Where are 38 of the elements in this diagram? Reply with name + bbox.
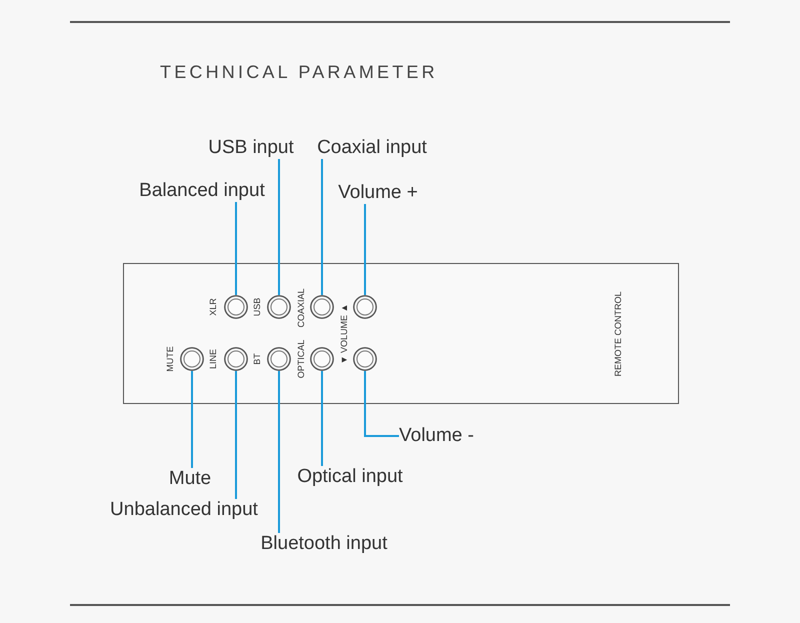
callout-label: Mute	[168, 468, 212, 490]
leader-line	[364, 371, 399, 437]
leader-line	[364, 204, 366, 295]
round-button	[353, 295, 377, 319]
leader-line	[278, 159, 280, 295]
remote-control-panel	[123, 263, 679, 404]
round-button	[224, 347, 248, 371]
round-button	[180, 347, 204, 371]
round-button	[267, 295, 291, 319]
callout-label: Coaxial input	[317, 137, 427, 159]
round-button	[267, 347, 291, 371]
leader-line	[235, 202, 237, 295]
callout-label: Volume -	[399, 425, 474, 447]
round-button	[224, 295, 248, 319]
leader-line	[321, 159, 323, 295]
leader-line	[278, 371, 280, 533]
callout-label: Unbalanced input	[110, 499, 258, 521]
button-label: BT	[252, 353, 262, 365]
callout-label: Volume +	[338, 182, 418, 204]
button-label: XLR	[208, 298, 218, 316]
callout-label: USB input	[208, 137, 294, 159]
callout-label: Bluetooth input	[260, 533, 388, 555]
button-label: MUTE	[165, 346, 175, 372]
leader-line	[235, 371, 237, 499]
callout-label: Optical input	[297, 466, 403, 488]
leader-line	[191, 371, 193, 468]
button-label: OPTICAL	[296, 340, 306, 378]
callout-label: Balanced input	[139, 180, 265, 202]
button-label: COAXIAL	[296, 288, 306, 328]
button-label: USB	[252, 298, 262, 316]
round-button	[353, 347, 377, 371]
title: TECHNICAL PARAMETER	[160, 61, 438, 83]
button-label: LINE	[208, 349, 218, 369]
round-button	[310, 347, 334, 371]
round-button	[310, 295, 334, 319]
leader-line	[321, 371, 323, 466]
panel-label: ▼ VOLUME ▲	[339, 304, 349, 364]
panel-label: REMOTE CONTROL	[613, 292, 623, 376]
